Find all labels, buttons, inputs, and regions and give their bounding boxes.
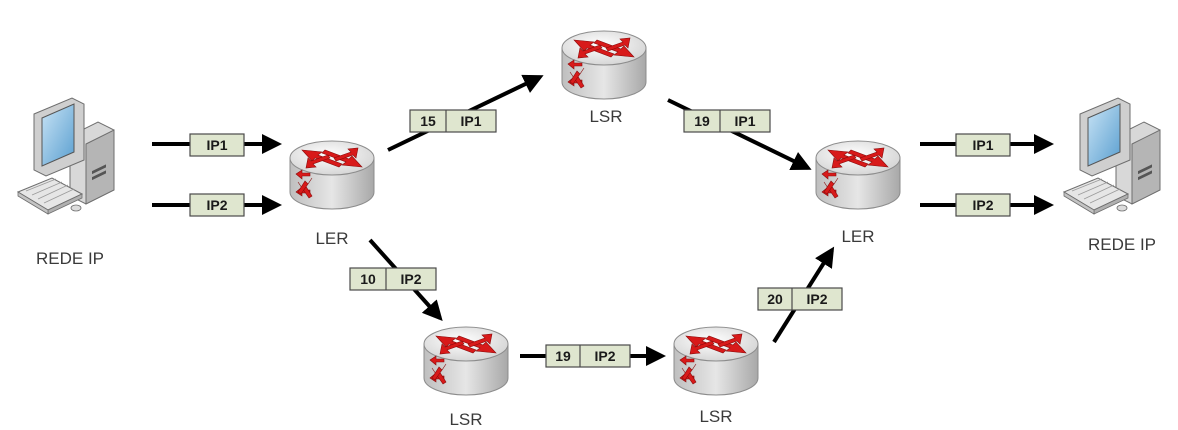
label-lsr-bottom-right: LSR	[699, 407, 732, 426]
packet-lsr-lsr-bottom: 19 IP2	[545, 344, 631, 368]
packet-label: 15	[420, 113, 436, 129]
label-lsr-top: LSR	[589, 107, 622, 126]
router-lsr-bottom-right	[673, 326, 759, 396]
packet-payload: IP1	[734, 113, 755, 129]
label-ler-left: LER	[315, 229, 348, 248]
packet-payload: IP2	[400, 271, 421, 287]
router-icon	[561, 30, 647, 100]
packet-payload: IP2	[594, 348, 615, 364]
packet-payload: IP2	[806, 291, 827, 307]
packet-lsr-bottom-ler: 20 IP2	[757, 287, 843, 311]
label-host-left: REDE IP	[36, 249, 104, 268]
packet-lsr-top-ler: 19 IP1	[683, 109, 771, 133]
packet-out-ip2: IP2	[955, 193, 1011, 217]
computer-icon	[17, 97, 115, 215]
router-lsr-bottom-left	[423, 326, 509, 396]
router-icon	[673, 326, 759, 396]
packet-payload: IP2	[206, 197, 227, 213]
computer-icon	[1063, 97, 1161, 215]
packet-out-ip1: IP1	[955, 133, 1011, 157]
router-ler-right	[815, 140, 901, 210]
router-lsr-top	[561, 30, 647, 100]
router-ler-left	[289, 140, 375, 210]
packet-payload: IP2	[972, 197, 993, 213]
packet-label: 20	[767, 291, 783, 307]
label-ler-right: LER	[841, 227, 874, 246]
packet-ler-lsr-top: 15 IP1	[409, 109, 497, 133]
router-icon	[423, 326, 509, 396]
host-right	[1063, 97, 1161, 215]
label-host-right: REDE IP	[1088, 235, 1156, 254]
label-lsr-bottom-left: LSR	[449, 410, 482, 429]
router-icon	[289, 140, 375, 210]
packet-label: 19	[555, 348, 571, 364]
packet-payload: IP1	[460, 113, 481, 129]
packet-label: 19	[694, 113, 710, 129]
packet-in-ip2: IP2	[189, 193, 245, 217]
packet-ler-lsr-bottom: 10 IP2	[349, 267, 437, 291]
packet-payload: IP1	[972, 137, 993, 153]
packet-payload: IP1	[206, 137, 227, 153]
packet-label: 10	[360, 271, 376, 287]
host-left	[17, 97, 115, 215]
packet-in-ip1: IP1	[189, 133, 245, 157]
router-icon	[815, 140, 901, 210]
